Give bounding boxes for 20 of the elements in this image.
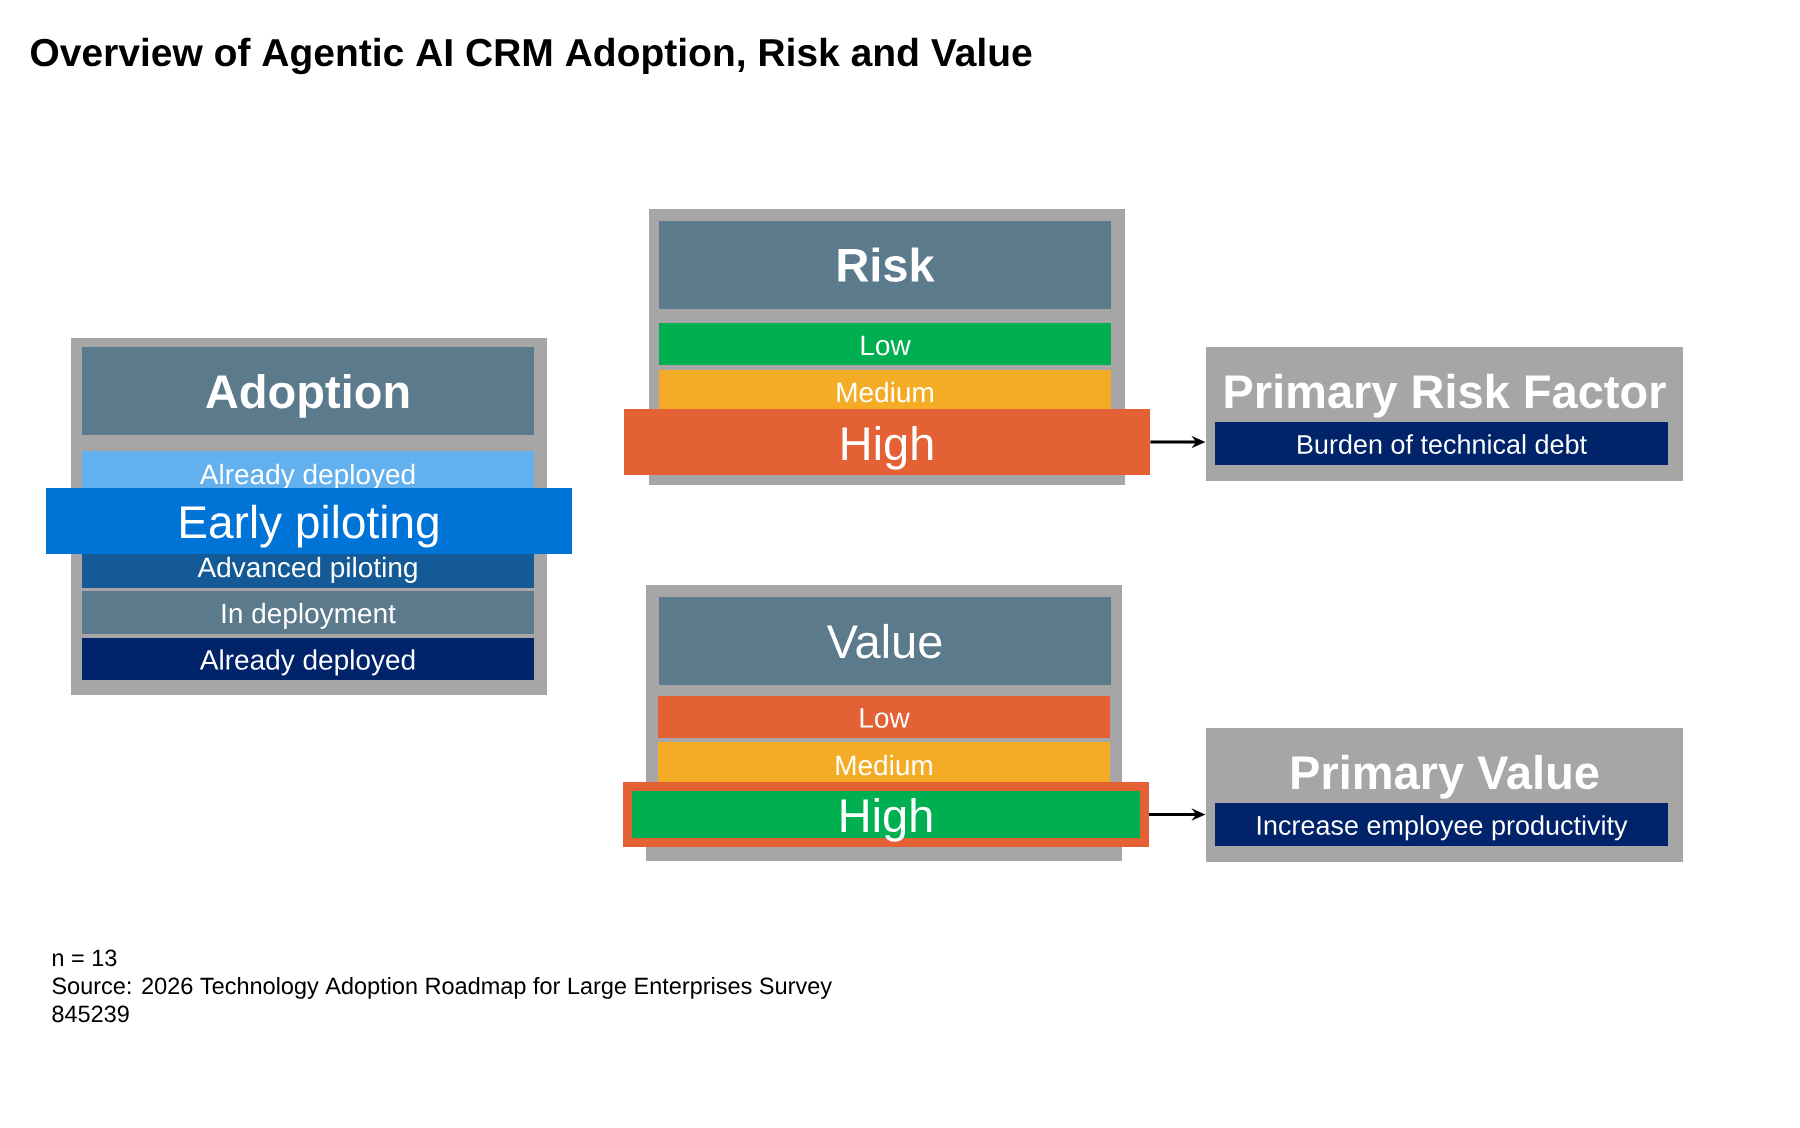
highlighted-band: High (624, 409, 1150, 475)
result-band: Burden of technical debt (1215, 422, 1668, 465)
header-band: Adoption (82, 347, 534, 435)
level-band: Low (659, 323, 1111, 365)
result-band: Increase employee productivity (1215, 803, 1668, 846)
stage-band: In deployment (82, 591, 534, 634)
stage-band: Advanced piloting (82, 554, 534, 588)
highlighted-band: Early piloting (46, 488, 572, 554)
stage-band: Already deployed (82, 638, 534, 680)
note: n = 13 (52, 949, 117, 967)
stage-band: Already deployed (82, 450, 534, 490)
header-band: Value (659, 597, 1111, 685)
highlighted-band: High (623, 782, 1149, 847)
note: 845239 (52, 1005, 129, 1023)
level-band: Medium (659, 370, 1111, 409)
level-band: Medium (658, 742, 1110, 782)
level-band: Low (658, 696, 1110, 738)
title: Overview of Agentic AI CRM Adoption, Risk and Value (31, 37, 1032, 75)
header-band: Risk (659, 221, 1111, 309)
note: Source: 2026 Technology Adoption Roadmap for Large Enterprises Survey (52, 976, 832, 999)
